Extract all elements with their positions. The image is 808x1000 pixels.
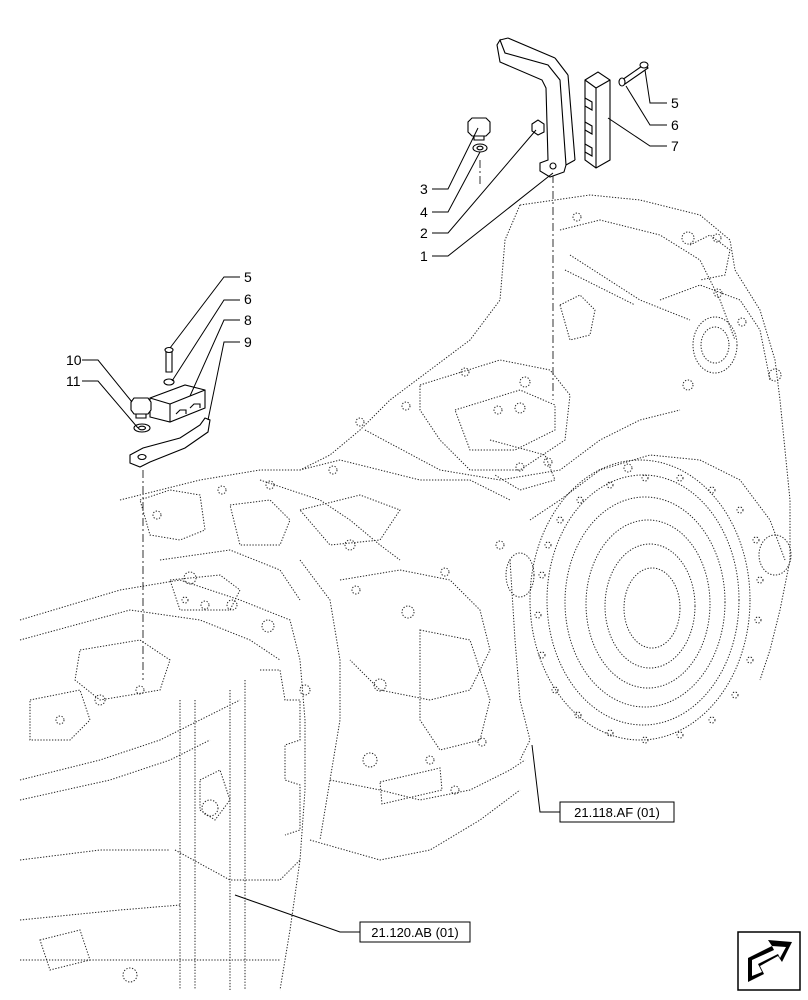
reference-label-rear-housing[interactable]: 21.118.AF (01) [574,805,660,820]
callout-1: 1 [420,248,428,264]
bracket-upper [496,38,567,178]
upper-bracket-assembly [467,37,649,178]
reference-box-rear-housing[interactable]: 21.118.AF (01) [559,801,675,823]
callout-10: 10 [66,352,82,368]
washer-screw-upper [618,77,626,87]
reference-box-front-housing[interactable]: 21.120.AB (01) [359,921,471,943]
callout-11: 11 [66,373,81,389]
transmission-housing [19,194,792,991]
callout-5: 5 [671,95,679,111]
callout-4: 4 [420,204,428,220]
callout-3: 3 [420,181,428,197]
bolt-upper [467,117,491,141]
bracket-lower [129,417,211,468]
callout-8: 8 [244,312,252,328]
callout-2: 2 [420,225,428,241]
screw-upper [621,61,649,85]
leader-lines [82,69,667,933]
screw-lower [164,346,174,373]
bolt-lower [130,397,152,419]
arrow-next-page-icon[interactable] [737,931,801,991]
clamp-block-lower [149,384,206,423]
reference-label-front-housing[interactable]: 21.120.AB (01) [371,925,458,940]
callout-5-lower: 5 [244,269,252,285]
callout-9: 9 [244,334,252,350]
callouts-upper: 1 2 3 4 5 6 7 [420,95,679,264]
lower-bracket-assembly [129,346,211,468]
clamp-block-upper [584,71,611,169]
callout-7: 7 [671,138,679,154]
callouts-lower: 5 6 8 9 10 11 [66,269,252,389]
callout-6: 6 [671,117,679,133]
callout-6-lower: 6 [244,291,252,307]
washer-screw-lower [163,378,175,386]
